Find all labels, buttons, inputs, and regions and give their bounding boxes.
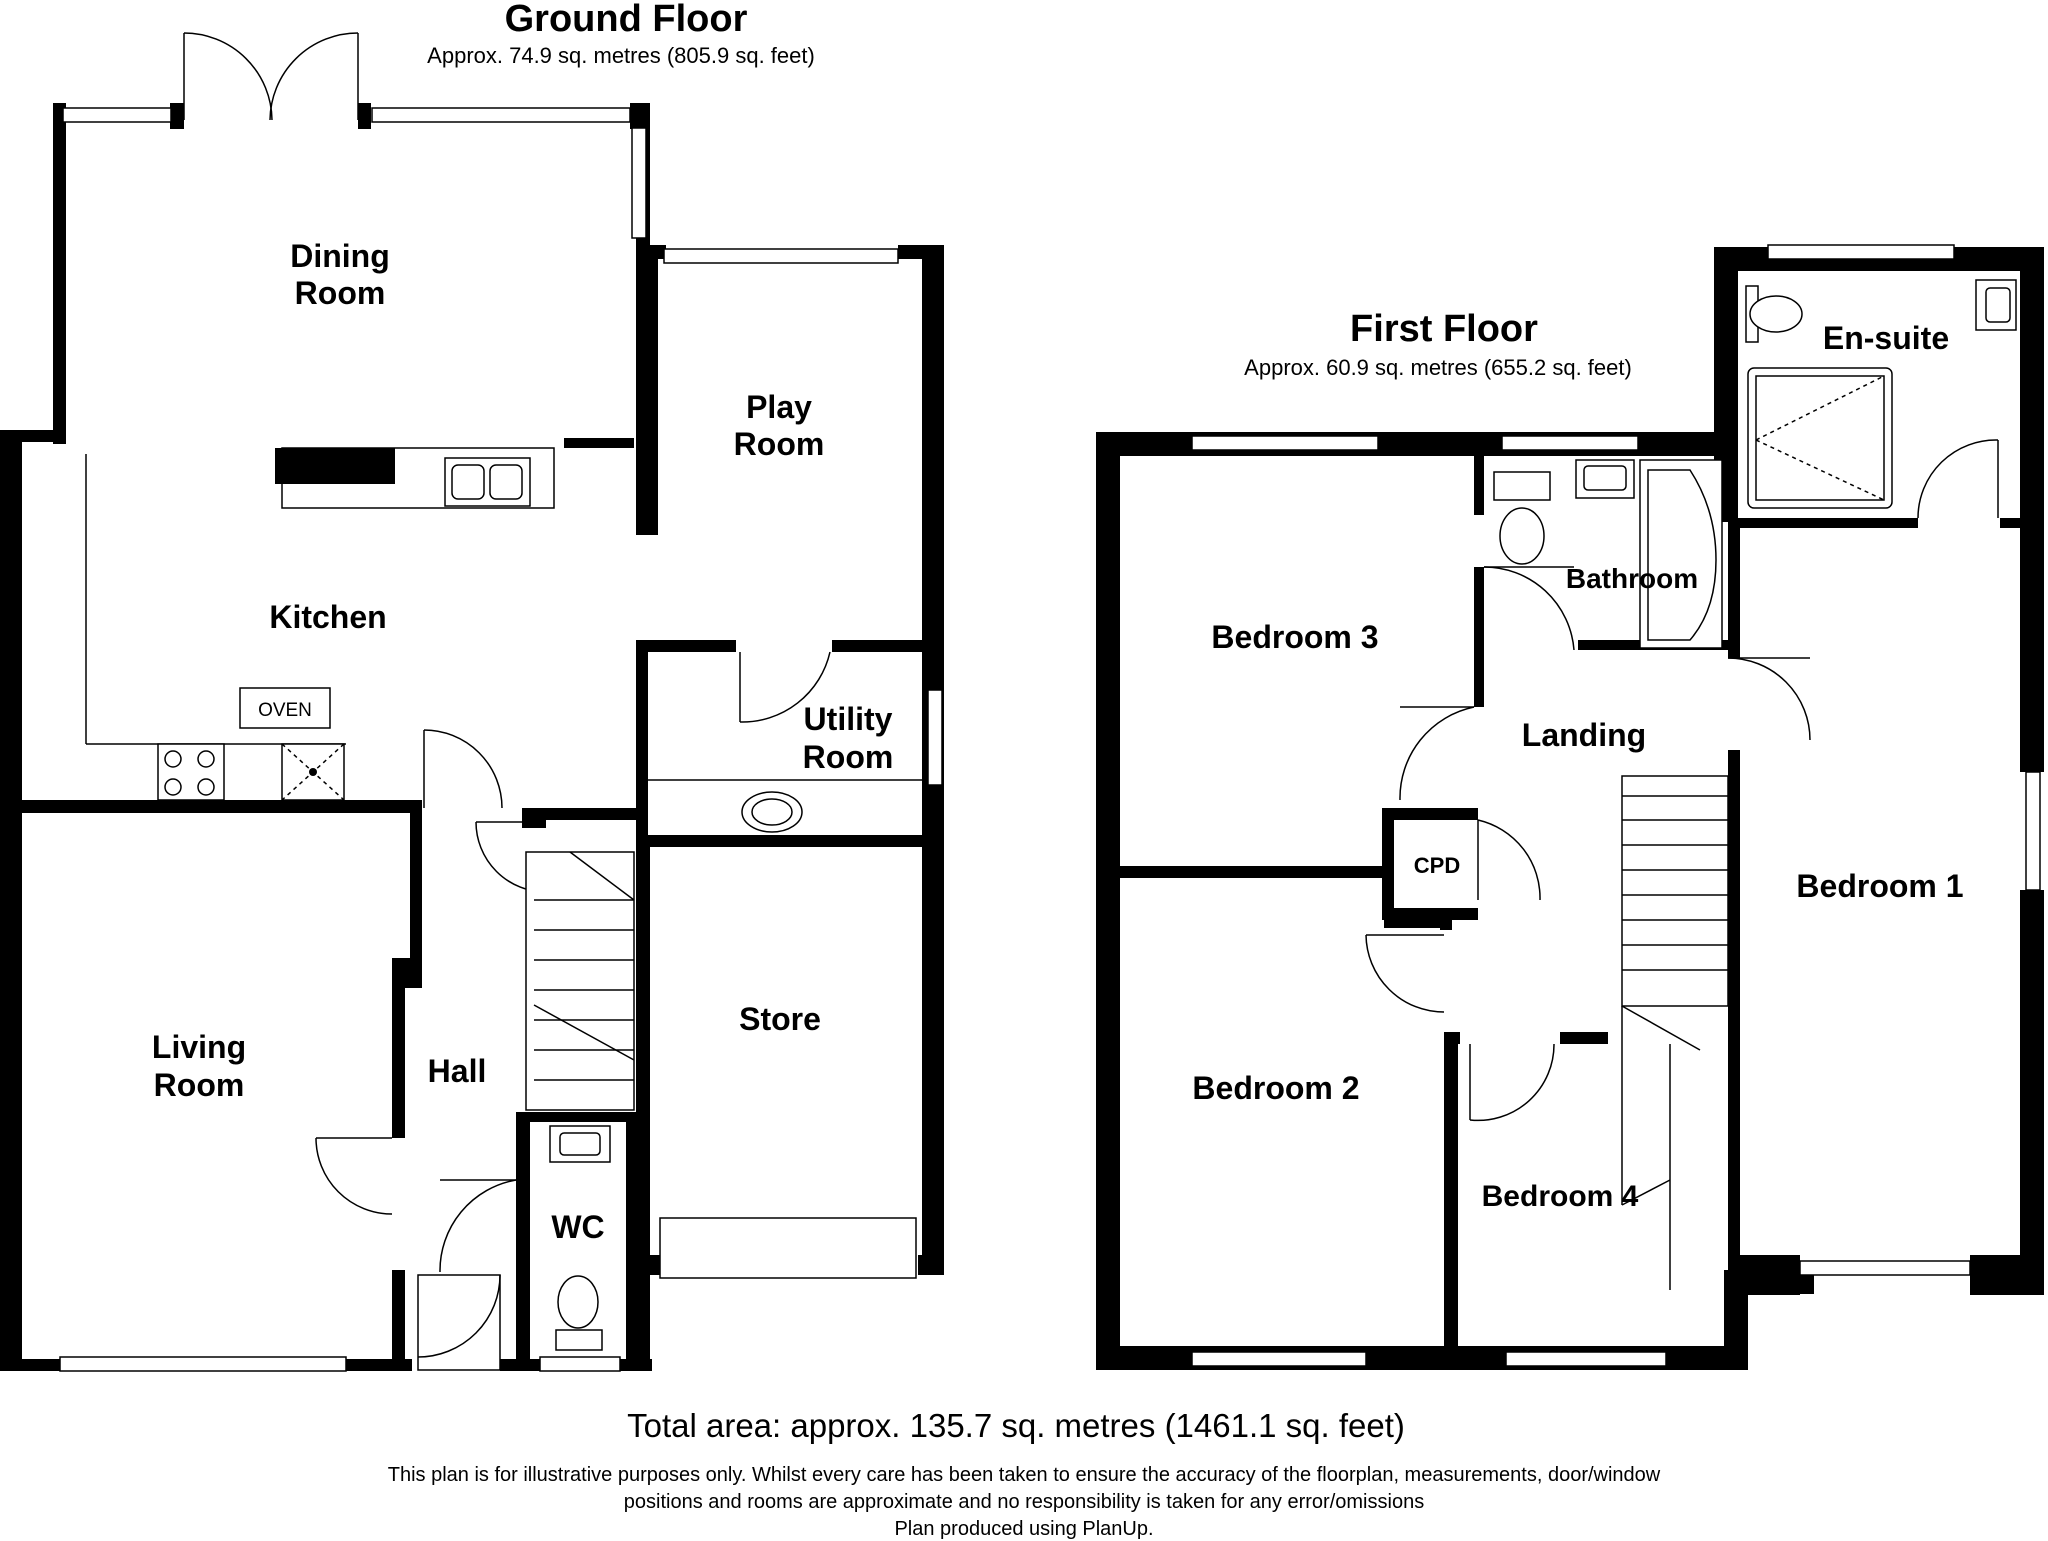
produced-by: Plan produced using PlanUp. <box>894 1518 1153 1540</box>
dining-room-label-2: Room <box>295 275 386 311</box>
landing-label: Landing <box>1522 717 1646 753</box>
bathroom-label: Bathroom <box>1566 563 1698 594</box>
first-floor-windows <box>1191 244 2041 1367</box>
french-doors <box>183 32 359 121</box>
living-room-label-2: Room <box>154 1067 245 1103</box>
store-unit <box>659 1217 917 1279</box>
bedroom-4-label: Bedroom 4 <box>1482 1180 1639 1213</box>
bedroom-2-label: Bedroom 2 <box>1192 1070 1359 1106</box>
total-area: Total area: approx. 135.7 sq. metres (14… <box>627 1407 1405 1444</box>
ground-floor-walls <box>0 103 944 1371</box>
first-floor-area: Approx. 60.9 sq. metres (655.2 sq. feet) <box>1244 355 1632 380</box>
utility-fittings <box>648 779 922 833</box>
utility-room-label-2: Room <box>803 739 894 775</box>
store-label: Store <box>739 1001 821 1037</box>
footer: Total area: approx. 135.7 sq. metres (14… <box>388 1407 1661 1540</box>
first-floor-plan: First Floor Approx. 60.9 sq. metres (655… <box>1096 244 2044 1370</box>
ground-floor-doors <box>315 651 831 1371</box>
disclaimer-line-2: positions and rooms are approximate and … <box>624 1491 1424 1513</box>
living-room-label-1: Living <box>152 1029 246 1065</box>
ground-floor-windows <box>59 107 943 1372</box>
disclaimer-line-1: This plan is for illustrative purposes o… <box>388 1464 1661 1486</box>
first-stairs <box>1621 775 1729 1290</box>
ensuite-label: En-suite <box>1823 320 1949 356</box>
ground-floor-plan: Ground Floor Approx. 74.9 sq. metres (80… <box>0 0 944 1372</box>
ground-floor-title: Ground Floor <box>505 0 748 40</box>
kitchen-fittings: OVEN <box>85 447 555 801</box>
play-room-label-1: Play <box>746 389 812 425</box>
dining-room-label-1: Dining <box>290 238 390 274</box>
first-floor-doors <box>1365 657 1811 1122</box>
bedroom-3-label: Bedroom 3 <box>1211 619 1378 655</box>
cpd-label: CPD <box>1414 853 1460 878</box>
wc-label: WC <box>551 1209 604 1245</box>
oven-label: OVEN <box>258 700 312 721</box>
bedroom-1-label: Bedroom 1 <box>1796 868 1963 904</box>
play-room-label-2: Room <box>734 426 825 462</box>
ground-floor-area: Approx. 74.9 sq. metres (805.9 sq. feet) <box>427 43 815 68</box>
bathroom-fittings <box>1483 459 1723 651</box>
hall-label: Hall <box>428 1053 487 1089</box>
wc-fittings <box>549 1125 611 1351</box>
first-floor-title: First Floor <box>1350 308 1538 350</box>
ground-stairs <box>525 851 635 1111</box>
ensuite-fittings <box>1745 279 2017 519</box>
kitchen-label: Kitchen <box>269 599 386 635</box>
utility-room-label-1: Utility <box>804 701 893 737</box>
